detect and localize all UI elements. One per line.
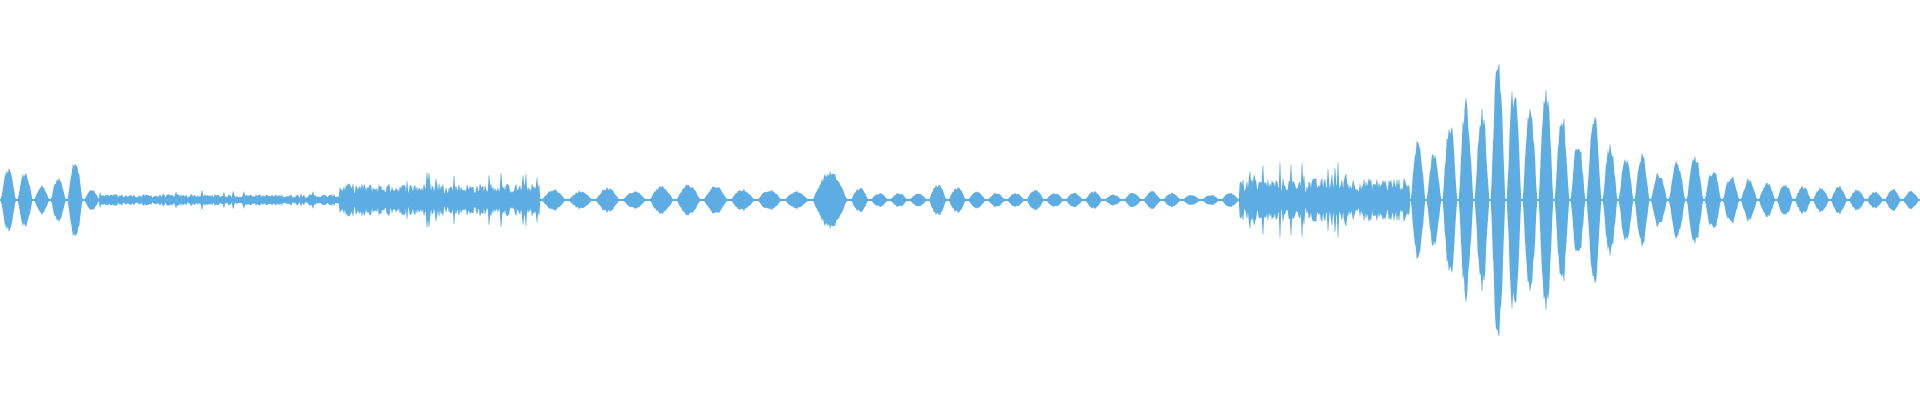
waveform-amplitude-shape — [0, 64, 1920, 336]
